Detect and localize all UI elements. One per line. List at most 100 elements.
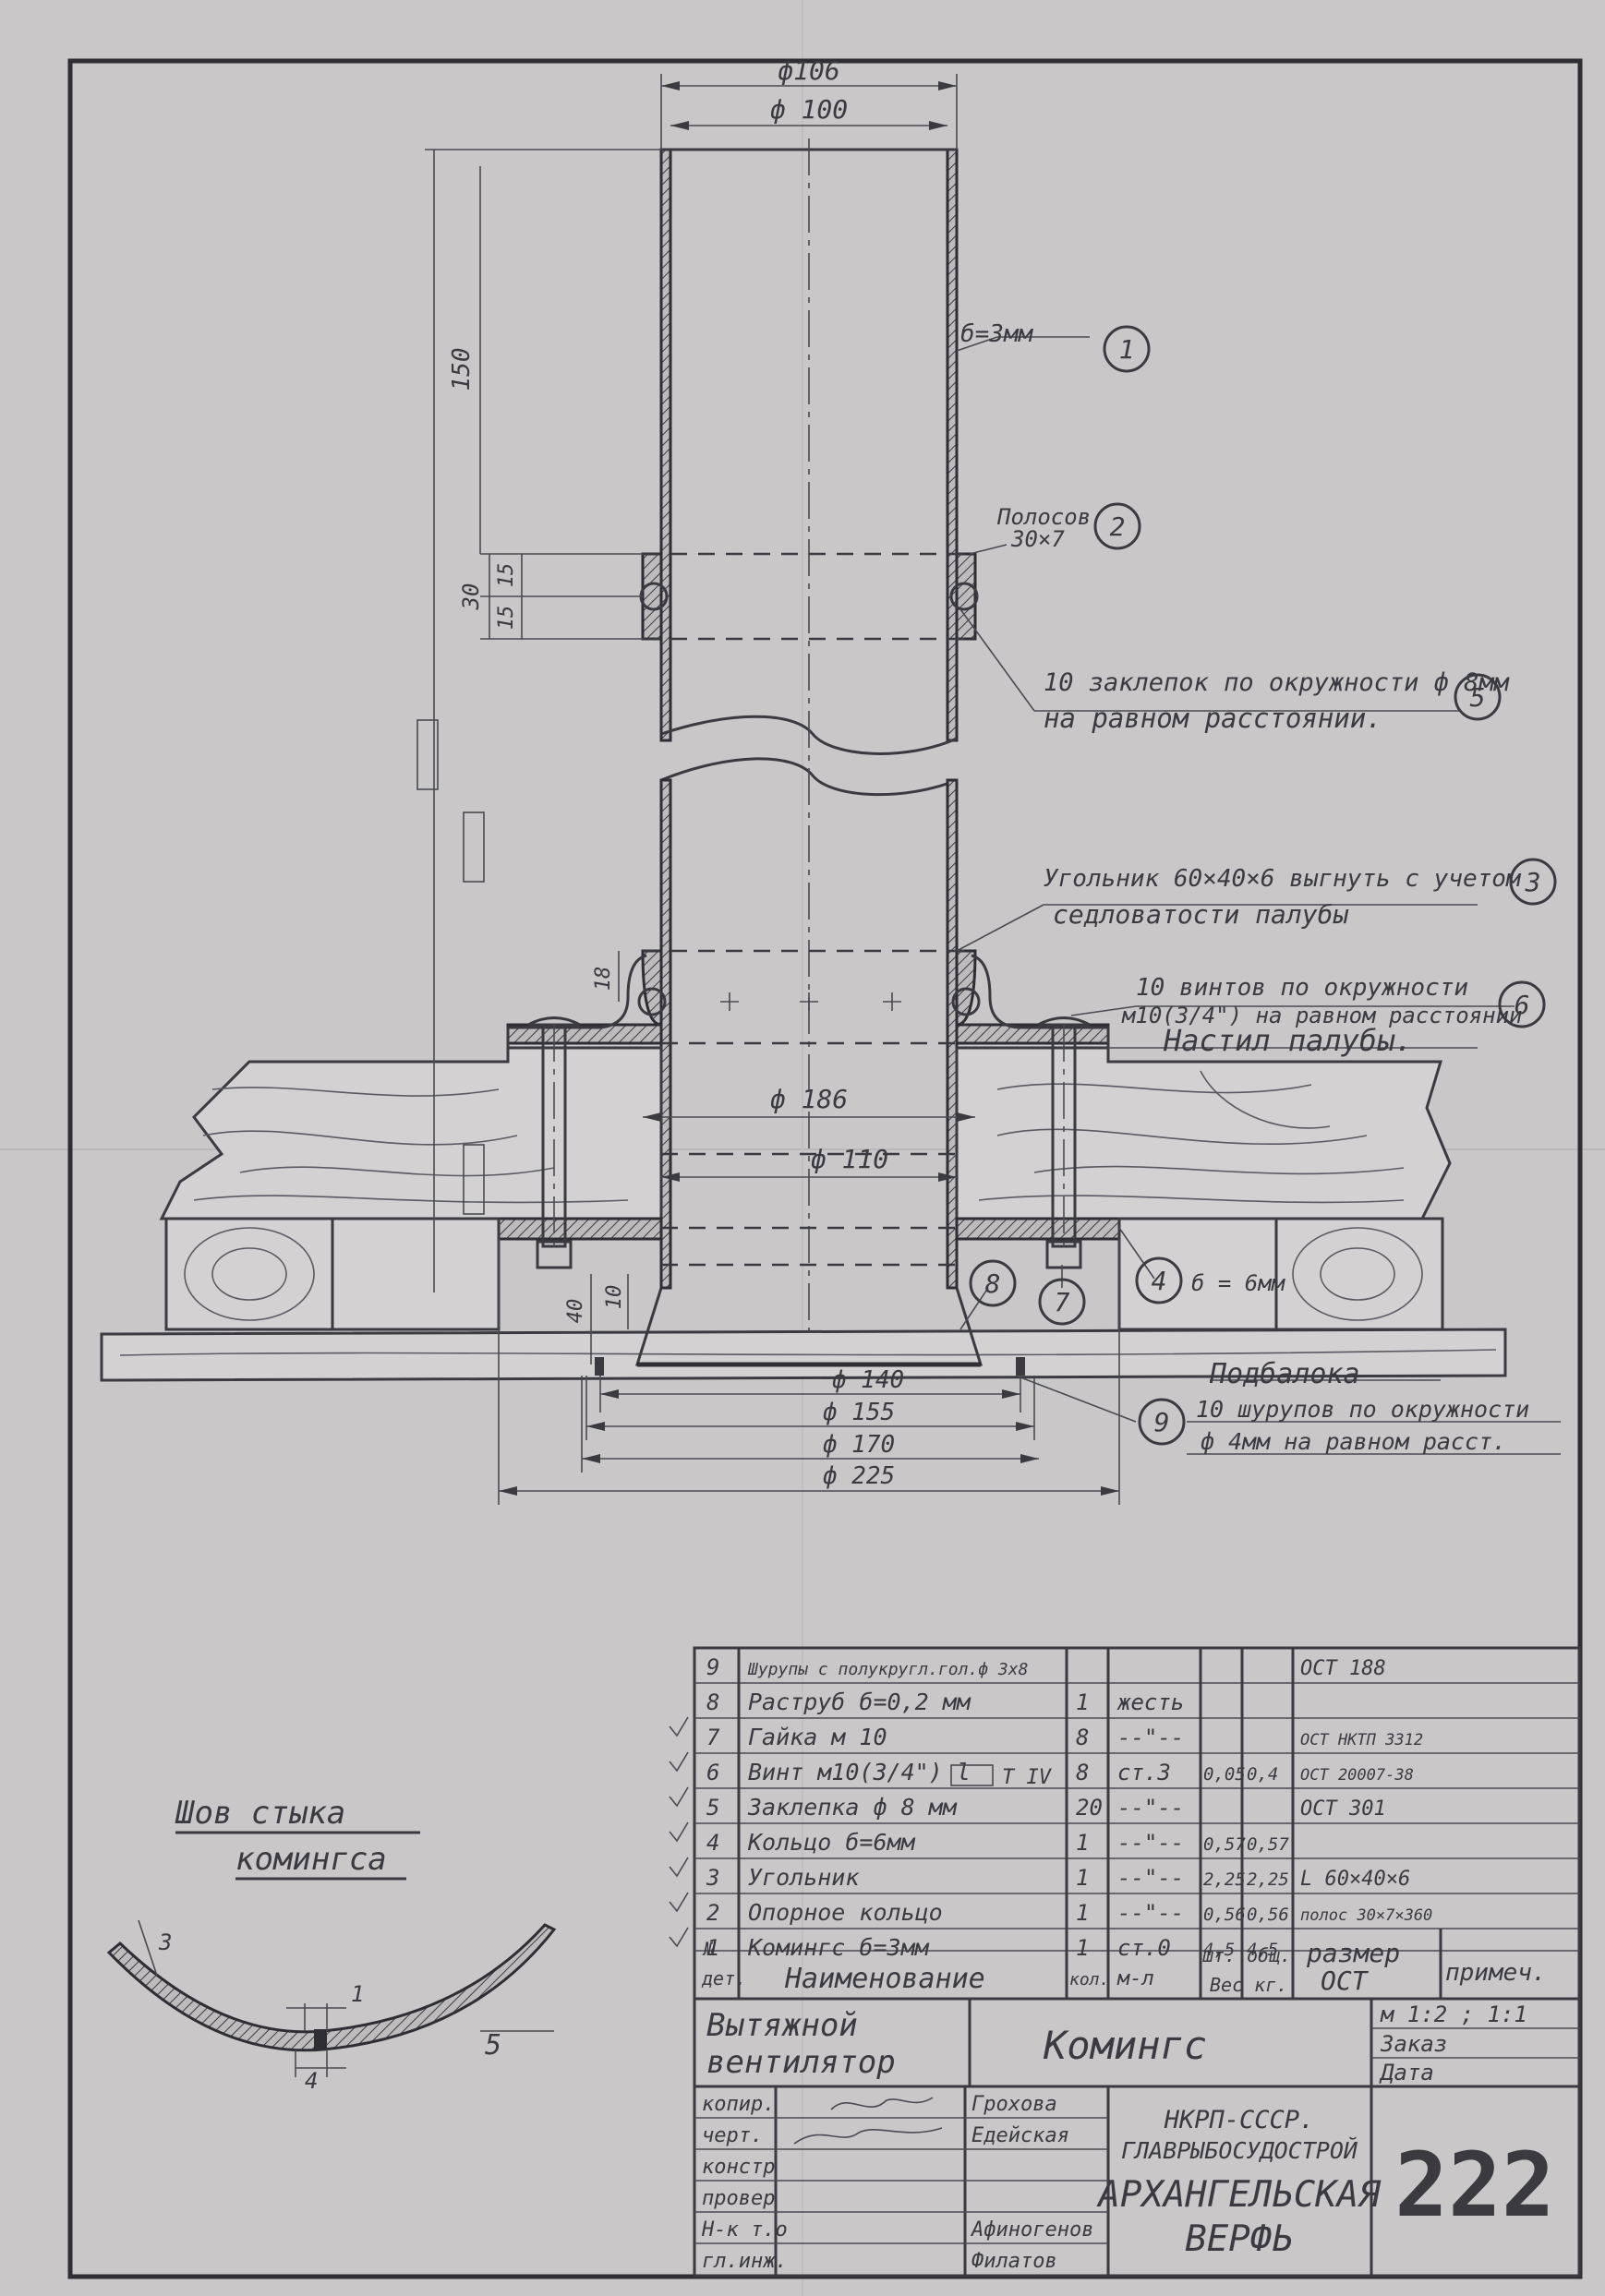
bom-row-material: --"--	[1117, 1795, 1184, 1821]
bom-row-weight-total: 0,56	[1247, 1905, 1289, 1925]
bom-header-pos1: №	[702, 1938, 715, 1960]
bom-row-pos: 8	[706, 1689, 719, 1715]
bom-row-weight-unit: 2,25	[1203, 1869, 1246, 1890]
bom-row-name: Опорное кольцо	[748, 1899, 943, 1926]
dim-h150: 150	[448, 348, 476, 391]
bom-header-std: ОСТ	[1321, 1965, 1370, 1996]
beam-label: Подбалока	[1209, 1358, 1360, 1390]
bom-row-name: Комингс б=3мм	[747, 1934, 930, 1961]
bill-of-materials	[693, 1646, 1581, 2001]
bom-header-name: Наименование	[784, 1963, 985, 1995]
seam-dim-5: 5	[485, 2029, 501, 2062]
title-block-role: копир.	[702, 2093, 775, 2116]
seam-title-line2: комингса	[235, 1841, 387, 1878]
callout-4-number: 4	[1152, 1266, 1167, 1296]
bom-row-pos: 4	[706, 1830, 719, 1856]
bom-header-w2: общ.	[1247, 1944, 1291, 1966]
callout-6-line2: м10(3/4") на равном расстоянии	[1121, 1003, 1522, 1028]
bom-row-standard: ОСТ 20007-38	[1300, 1766, 1414, 1785]
main-section-view: ф106 ф 100 ф 186 ф 110 ф 140 ф 155 ф 170…	[100, 55, 1561, 1505]
callout-9-line2: ф 4мм на равном расст.	[1201, 1428, 1506, 1455]
break-line-lower	[660, 757, 958, 797]
support-ring-right	[955, 552, 977, 641]
title-block-name: Едейская	[971, 2124, 1069, 2147]
bom-row-qty: 1	[1076, 1935, 1089, 1961]
org-line4: ВЕРФЬ	[1185, 2218, 1293, 2260]
bom-row-weight-total: 2,25	[1247, 1869, 1289, 1890]
bom-row-name: Заклепка ф 8 мм	[747, 1794, 958, 1821]
bom-header-w1: шт.	[1202, 1944, 1236, 1966]
bom-row-pos: 9	[706, 1654, 719, 1680]
order-label: Заказ	[1380, 2031, 1447, 2057]
seam-dim-1: 1	[351, 1981, 364, 2007]
support-ring-left	[641, 552, 663, 641]
dim-d140: ф 140	[832, 1366, 904, 1394]
callout-1-number: 1	[1119, 334, 1135, 365]
dim-d186: ф 186	[770, 1084, 848, 1114]
product-name-line1: Вытяжной	[706, 2007, 858, 2044]
dim-h15a: 15	[495, 563, 518, 588]
deck-planking-left	[159, 1046, 663, 1220]
dim-h18: 18	[592, 967, 615, 992]
bom-row-standard: ОСТ 188	[1300, 1657, 1386, 1680]
dim-d100: ф 100	[770, 94, 848, 125]
beam-right	[1117, 1217, 1278, 1331]
bom-row-weight-unit: 0,57	[1203, 1834, 1246, 1855]
dim-h40: 40	[564, 1299, 587, 1324]
seam-detail: Шов стыка комингса 3 1 4 5	[106, 1795, 557, 2094]
callout-8-number: 8	[985, 1268, 1001, 1299]
coaming-wall-left	[659, 148, 672, 742]
bom-row-pos: 6	[706, 1760, 719, 1785]
bom-row-material: --"--	[1117, 1900, 1184, 1926]
bolt-right	[1037, 1016, 1091, 1269]
callout-3-line2: седловатости палубы	[1053, 899, 1348, 930]
deck-label: Настил палубы.	[1163, 1023, 1413, 1058]
dim-d155: ф 155	[823, 1399, 895, 1426]
title-block-name: Филатов	[971, 2250, 1057, 2273]
callout-5-line1: 10 заклепок по окружности ф 8мм	[1044, 668, 1510, 697]
bom-row-name: Угольник	[748, 1864, 860, 1891]
dim-h15b: 15	[495, 606, 518, 631]
bom-row-material: --"--	[1117, 1725, 1184, 1750]
org-line3: АРХАНГЕЛЬСКАЯ	[1095, 2174, 1382, 2216]
bom-row-standard: ОСТ НКТП 3312	[1300, 1731, 1423, 1749]
bom-row-name: Шурупы с полукругл.гол.ф 3х8	[747, 1660, 1028, 1679]
scale: м 1:2 ; 1:1	[1380, 2001, 1527, 2027]
bom-row-qty: 1	[1076, 1865, 1089, 1891]
signature-copier	[830, 2097, 934, 2110]
bom-row-qty: 8	[1076, 1725, 1089, 1750]
bom-row-name: Винт м10(3/4") l	[748, 1759, 971, 1785]
bom-row-standard: ОСТ 301	[1300, 1797, 1386, 1821]
bom-header-qty: кол.	[1069, 1970, 1109, 1989]
callout-2-text2: 30×7	[1010, 526, 1065, 552]
callout-6-number: 6	[1514, 990, 1530, 1020]
org-line2: ГЛАВРЫБОСУДОСТРОЙ	[1121, 2137, 1358, 2164]
org-line1: НКРП-СССР.	[1164, 2106, 1315, 2134]
bom-row-pos: 2	[706, 1900, 719, 1926]
bom-row-pos: 1	[706, 1935, 719, 1961]
title-block-name: Грохова	[971, 2093, 1057, 2116]
callout-3-line1: Угольник 60×40×6 выгнуть с учетом	[1044, 865, 1522, 893]
bom-row-qty: 1	[1076, 1900, 1089, 1926]
callout-1-thickness: б=3мм	[960, 320, 1034, 348]
seam-title-line1: Шов стыка	[175, 1795, 345, 1832]
title-block-role: провер	[702, 2187, 775, 2210]
break-line-upper	[660, 715, 958, 755]
callout-5-line2: на равном расстоянии.	[1044, 703, 1382, 734]
bom-row-material: ст.0	[1117, 1935, 1171, 1961]
bom-row-material: жесть	[1116, 1689, 1184, 1715]
bom-row-name: Гайка м 10	[748, 1724, 887, 1750]
seam-arc	[106, 1923, 557, 2052]
bom-header-size: размер	[1306, 1938, 1400, 1968]
bom-row-qty: 20	[1076, 1795, 1103, 1821]
part-name: Комингс	[1043, 2023, 1207, 2068]
signature-drafter	[793, 2127, 943, 2145]
ring-plate-right	[955, 1217, 1121, 1241]
callout-6-line1: 10 винтов по окружности	[1136, 974, 1468, 1002]
dim-d225: ф 225	[823, 1462, 895, 1490]
bom-row-pos: 7	[706, 1725, 720, 1750]
thread-mark: T IV	[1002, 1766, 1053, 1789]
title-block: Вытяжной вентилятор Комингс м 1:2 ; 1:1 …	[693, 1997, 1581, 2278]
bom-header-mat: м-л	[1116, 1967, 1154, 1990]
